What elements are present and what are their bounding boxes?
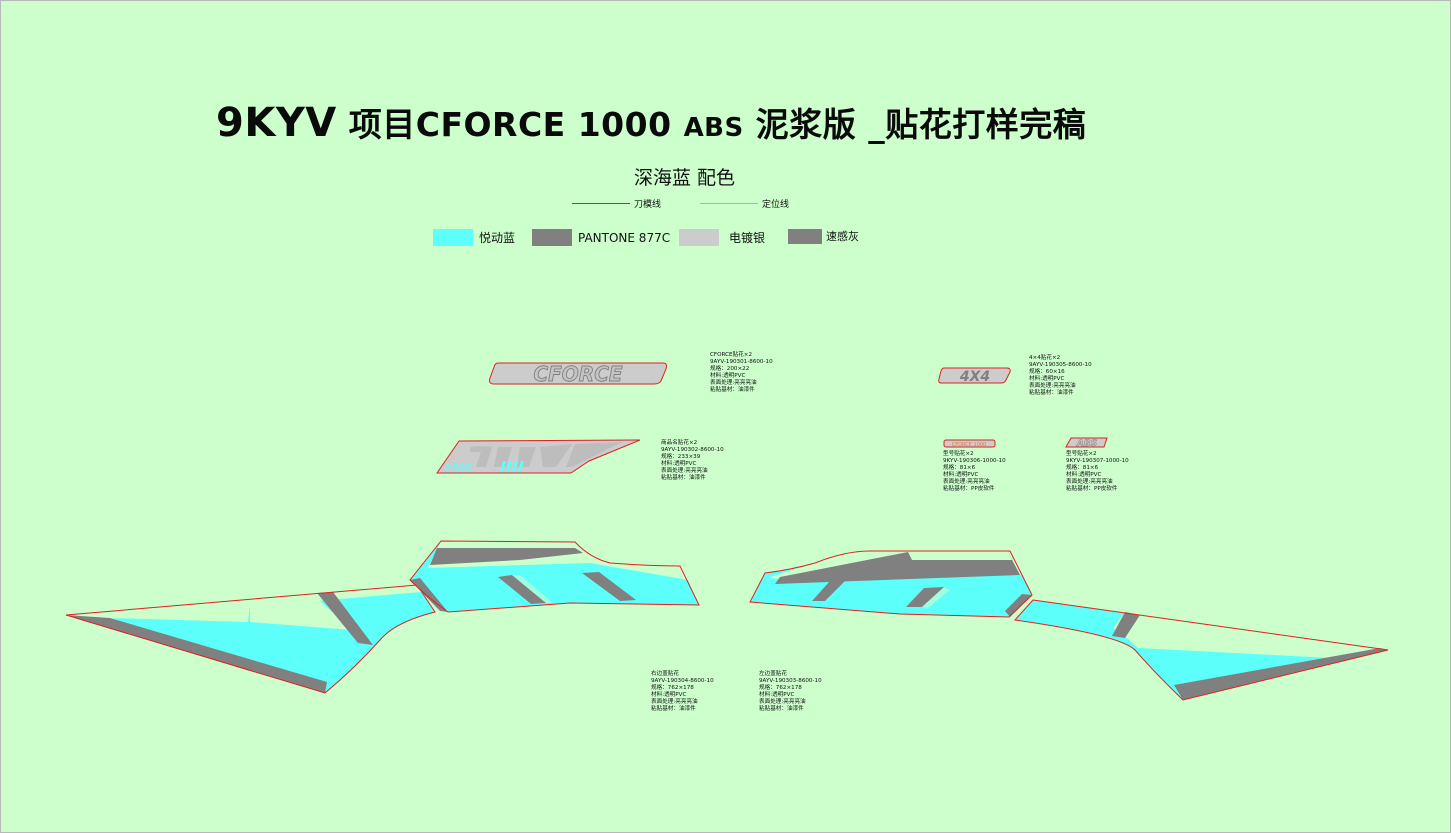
spec-line: 9AYV-190302-8600-10 <box>661 447 724 453</box>
spec-line: 表面处理:亮亮亮油 <box>1066 479 1113 485</box>
spec-line: 材料:透明PVC <box>1029 376 1065 382</box>
swatch-item: PANTONE 877C <box>532 229 670 246</box>
abs-badge: ABS <box>1065 437 1108 449</box>
spec-line: 9AYV-190305-8600-10 <box>1029 362 1092 368</box>
spec-line: 规格：233×39 <box>661 454 701 460</box>
right-side-panel-decal <box>1014 599 1389 701</box>
spec-line: 表面处理:亮亮亮油 <box>943 479 990 485</box>
cforce-text: CFORCE <box>533 362 622 386</box>
spec-line: 粘贴基材：油漆件 <box>651 706 696 712</box>
spec-line: 规格：81×6 <box>1066 465 1099 471</box>
spec-line: 表面处理:亮亮亮油 <box>661 468 708 474</box>
position-line-legend: 定位线 <box>700 197 789 210</box>
swatch-label: 速感灰 <box>826 230 859 243</box>
spec-line: 材料:透明PVC <box>1066 472 1102 478</box>
spec-fourx4: 4×4贴花×2 9AYV-190305-8600-10 规格：60×16 材料:… <box>1029 355 1092 397</box>
cforce-decal: CFORCE <box>489 362 668 386</box>
spec-line: 4×4贴花×2 <box>1029 355 1061 361</box>
left-upper-panel-decal <box>409 540 700 613</box>
swatch-item: 速感灰 <box>788 228 859 244</box>
spec-cforce: CFORCE贴花×2 9AYV-190301-8600-10 规格：200×22… <box>710 352 773 394</box>
swatch-color <box>532 229 572 246</box>
spec-line: 表面处理:亮亮亮油 <box>759 699 806 705</box>
spec-line: 粘贴基材：PP皮软件 <box>943 486 995 492</box>
spec-type-right: 型号贴花×2 9KYV-190307-1000-10 规格：81×6 材料:透明… <box>1066 451 1129 493</box>
spec-line: 表面处理:亮亮亮油 <box>710 380 757 386</box>
four-by-four-text: 4X4 <box>959 369 990 385</box>
type-badge-text: CFORCE 1000 <box>952 442 987 448</box>
spec-line: 粘贴基材：油漆件 <box>661 475 706 481</box>
position-line-sample <box>700 203 758 204</box>
abs-text: ABS <box>1076 439 1097 449</box>
spec-line: 商品名贴花×2 <box>661 440 698 446</box>
spec-line: 9AYV-190303-8600-10 <box>759 678 822 684</box>
spec-line: 9KYV-190307-1000-10 <box>1066 458 1129 464</box>
swatch-color <box>679 229 719 246</box>
spec-type-left: 型号贴花×2 9KYV-190306-1000-10 规格：81×6 材料:透明… <box>943 451 1006 493</box>
spec-line: 粘贴基材：PP皮软件 <box>1066 486 1118 492</box>
spec-line: 规格：60×16 <box>1029 369 1065 375</box>
title-part-abs: ABS <box>683 113 744 143</box>
swatch-item: 悦动蓝 <box>433 229 515 246</box>
position-line-label: 定位线 <box>762 200 790 210</box>
title-part-description: 泥浆版 _贴花打样完稿 <box>743 105 1087 144</box>
spec-line: 型号贴花×2 <box>943 451 974 457</box>
title-part-code: 9KYV <box>216 100 337 146</box>
spec-line: 右边盖贴花 <box>651 671 679 677</box>
spec-line: 粘贴基材：油漆件 <box>1029 390 1074 396</box>
spec-line: 9AYV-190301-8600-10 <box>710 359 773 365</box>
title-part-project: 项目CFORCE 1000 <box>336 105 684 144</box>
model-mark-text: 1000 <box>444 462 472 475</box>
spec-line: 左边盖贴花 <box>759 671 787 677</box>
swatch-item: 电镀银 <box>679 229 765 246</box>
spec-model: 商品名贴花×2 9AYV-190302-8600-10 规格：233×39 材料… <box>661 440 724 482</box>
cut-line-legend: 刀模线 <box>572 197 661 210</box>
left-side-panel-decal <box>65 584 436 694</box>
page-title: 9KYV 项目CFORCE 1000 ABS 泥浆版 _贴花打样完稿 <box>216 98 1086 146</box>
spec-line: 粘贴基材：油漆件 <box>759 706 804 712</box>
spec-line: 材料:透明PVC <box>651 692 687 698</box>
right-upper-panel-decal <box>749 550 1033 618</box>
spec-line: 规格：200×22 <box>710 366 750 372</box>
spec-line: 粘贴基材：油漆件 <box>710 387 755 393</box>
swatch-color <box>788 228 822 244</box>
spec-line: 型号贴花×2 <box>1066 451 1097 457</box>
spec-line: 规格：762×178 <box>651 685 694 691</box>
spec-left-panel: 左边盖贴花 9AYV-190303-8600-10 规格：762×178 材料:… <box>759 671 822 713</box>
four-by-four-decal: 4X4 <box>938 367 1011 385</box>
spec-line: 规格：762×178 <box>759 685 802 691</box>
type-badge-left: CFORCE 1000 <box>943 439 996 448</box>
spec-right-panel: 右边盖贴花 9AYV-190304-8600-10 规格：762×178 材料:… <box>651 671 714 713</box>
spec-line: 表面处理:亮亮亮油 <box>1029 383 1076 389</box>
swatch-color <box>433 229 473 246</box>
spec-line: 表面处理:亮亮亮油 <box>651 699 698 705</box>
spec-line: 材料:透明PVC <box>710 373 746 379</box>
spec-line: 材料:透明PVC <box>943 472 979 478</box>
spec-line: 材料:透明PVC <box>759 692 795 698</box>
spec-line: 材料:透明PVC <box>661 461 697 467</box>
swatch-label: 悦动蓝 <box>479 231 516 245</box>
model-name-decal: 1000 <box>436 439 641 475</box>
color-scheme-subtitle: 深海蓝 配色 <box>634 167 736 189</box>
swatch-label: 电镀银 <box>729 231 766 245</box>
spec-line: 9AYV-190304-8600-10 <box>651 678 714 684</box>
cut-line-label: 刀模线 <box>634 200 662 210</box>
spec-line: CFORCE贴花×2 <box>710 352 753 358</box>
swatch-label: PANTONE 877C <box>578 230 671 245</box>
spec-line: 规格：81×6 <box>943 465 976 471</box>
model-mark-stripes <box>500 461 524 471</box>
cut-line-sample <box>572 203 630 204</box>
spec-line: 9KYV-190306-1000-10 <box>943 458 1006 464</box>
